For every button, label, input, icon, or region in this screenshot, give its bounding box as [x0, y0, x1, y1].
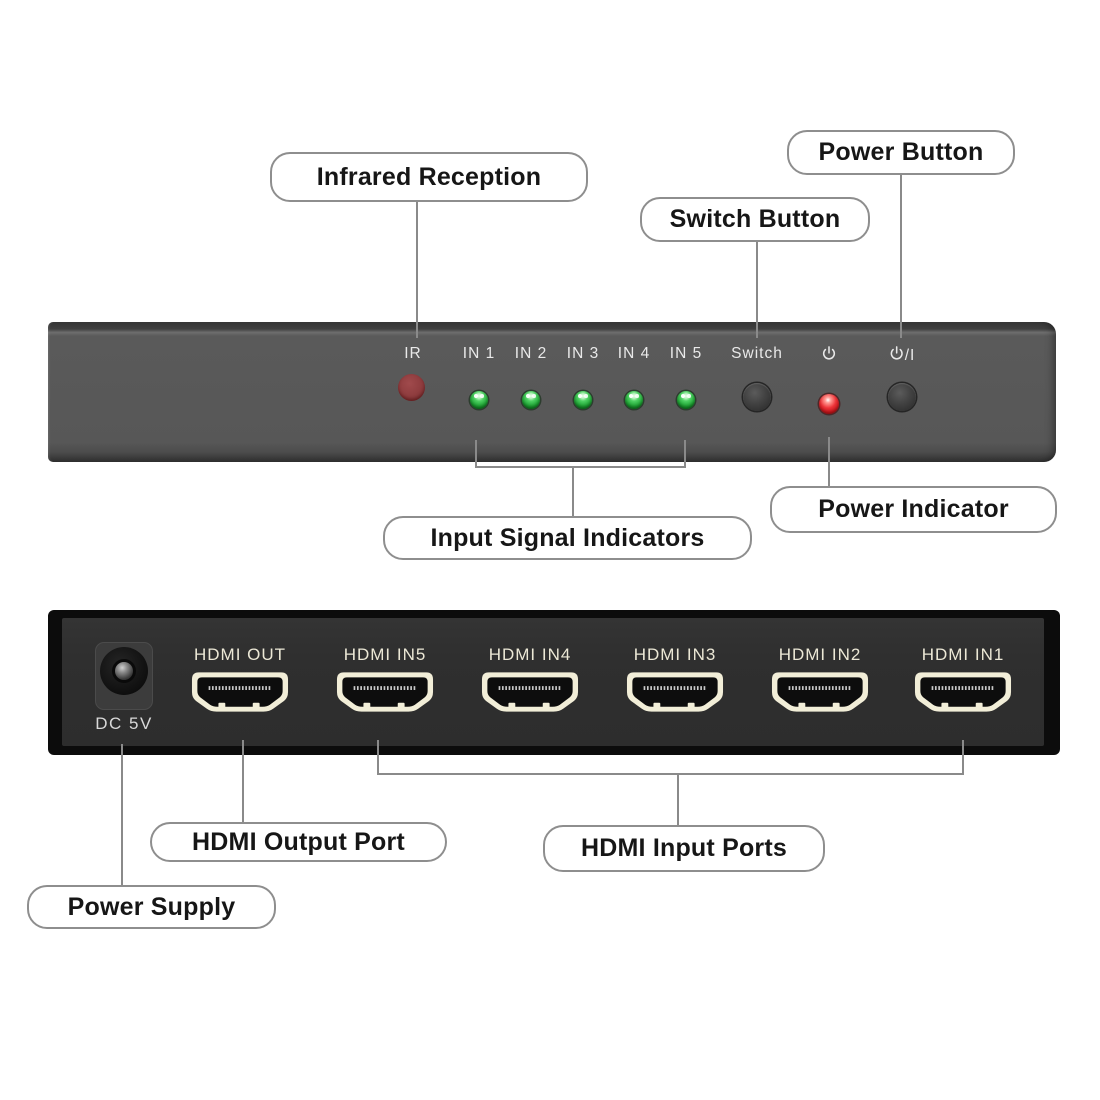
switch-label: Switch	[731, 345, 783, 362]
ir-label: IR	[404, 345, 422, 362]
power-button	[888, 383, 916, 411]
leader-line-power-button	[900, 174, 902, 338]
hdmi-in3-port	[626, 672, 724, 712]
led-in3	[574, 391, 592, 409]
in4-label: IN 4	[617, 345, 651, 362]
callout-hdmi-input-ports: HDMI Input Ports	[543, 825, 825, 872]
ir-receiver-window	[398, 374, 425, 401]
leader-line-power-indicator	[828, 437, 830, 486]
bracket-right-stub-leds	[684, 440, 686, 468]
hdmi-in2-label: HDMI IN2	[778, 645, 862, 664]
bracket-right-stub-ports	[962, 740, 964, 775]
hdmi-out-label: HDMI OUT	[193, 645, 287, 664]
bracket-drop-leds	[572, 468, 574, 516]
callout-infrared-reception: Infrared Reception	[270, 152, 588, 202]
in2-label: IN 2	[514, 345, 548, 362]
in5-label: IN 5	[669, 345, 703, 362]
hdmi-in4-port	[481, 672, 579, 712]
leader-line-infrared	[416, 202, 418, 338]
bracket-left-stub-ports	[377, 740, 379, 775]
led-in5	[677, 391, 695, 409]
leader-line-switch	[756, 241, 758, 338]
callout-power-supply: Power Supply	[27, 885, 276, 929]
callout-hdmi-output-port: HDMI Output Port	[150, 822, 447, 862]
callout-power-button: Power Button	[787, 130, 1015, 175]
callout-power-button-label: Power Button	[818, 138, 984, 166]
callout-hdmi-input-ports-label: HDMI Input Ports	[581, 834, 787, 862]
power-indicator-led	[819, 394, 839, 414]
callout-input-signal-indicators-label: Input Signal Indicators	[430, 523, 705, 552]
bracket-bar-ports	[377, 773, 964, 775]
hdmi-in5-port	[336, 672, 434, 712]
callout-hdmi-output-port-label: HDMI Output Port	[192, 827, 405, 856]
power-button-symbol-suffix: /I	[904, 347, 916, 364]
led-in2	[522, 391, 540, 409]
callout-switch-button: Switch Button	[640, 197, 870, 242]
callout-power-indicator: Power Indicator	[770, 486, 1057, 533]
in3-label: IN 3	[566, 345, 600, 362]
hdmi-in3-label: HDMI IN3	[633, 645, 717, 664]
power-button-symbol: /I	[889, 345, 916, 365]
power-indicator-symbol	[821, 345, 837, 365]
leader-line-power-supply	[121, 744, 123, 885]
switch-button	[743, 383, 771, 411]
leader-line-hdmi-output	[242, 740, 244, 822]
hdmi-in1-label: HDMI IN1	[921, 645, 1005, 664]
hdmi-in1-port	[914, 672, 1012, 712]
hdmi-in5-label: HDMI IN5	[343, 645, 427, 664]
bracket-bar-leds	[475, 466, 686, 468]
hdmi-in4-label: HDMI IN4	[488, 645, 572, 664]
in1-label: IN 1	[462, 345, 496, 362]
hdmi-out-port	[191, 672, 289, 712]
callout-infrared-reception-label: Infrared Reception	[316, 162, 542, 191]
led-in1	[470, 391, 488, 409]
callout-input-signal-indicators: Input Signal Indicators	[383, 516, 752, 560]
power-icon	[822, 346, 836, 360]
bracket-drop-ports	[677, 775, 679, 825]
callout-power-indicator-label: Power Indicator	[818, 495, 1009, 523]
bracket-left-stub-leds	[475, 440, 477, 468]
dc-power-jack-pin	[115, 662, 133, 680]
dc-5v-label: DC 5V	[95, 714, 153, 733]
hdmi-in2-port	[771, 672, 869, 712]
power-icon	[890, 346, 903, 360]
callout-switch-button-label: Switch Button	[669, 205, 841, 233]
led-in4	[625, 391, 643, 409]
callout-power-supply-label: Power Supply	[67, 892, 236, 921]
